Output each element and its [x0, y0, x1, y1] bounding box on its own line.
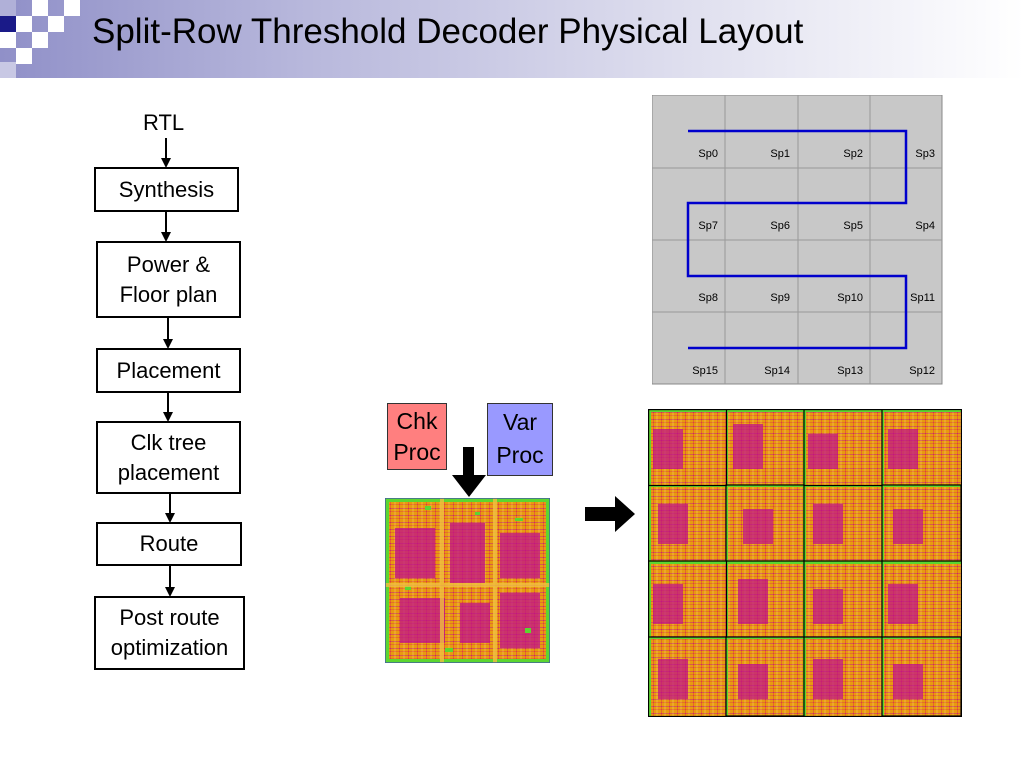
grid-cell-label: Sp4 — [915, 220, 935, 232]
grid-cell-label: Sp10 — [837, 292, 863, 304]
var-proc-label: Var Proc — [487, 403, 553, 476]
grid-cell-label: Sp5 — [843, 220, 863, 232]
full-decoder-layout-image — [648, 409, 962, 717]
flow-step-synthesis: Synthesis — [94, 167, 239, 212]
slide-title: Split-Row Threshold Decoder Physical Lay… — [92, 12, 804, 51]
thick-down-arrow-icon — [452, 447, 486, 497]
grid-cell-label: Sp6 — [770, 220, 790, 232]
chk-proc-label: Chk Proc — [387, 403, 447, 470]
flow-step-post-route: Post route optimization — [94, 596, 245, 670]
grid-cell-label: Sp14 — [764, 365, 790, 377]
checker-logo-icon — [0, 0, 80, 78]
single-core-layout-image — [385, 498, 550, 663]
flow-step-route: Route — [96, 522, 242, 566]
grid-cell-label: Sp0 — [698, 148, 718, 160]
flow-arrows — [161, 138, 175, 597]
grid-cell-label: Sp7 — [698, 220, 718, 232]
grid-cell-label: Sp11 — [910, 292, 935, 304]
grid-cell-label: Sp9 — [770, 292, 790, 304]
sp-grid-diagram: Sp0 Sp1 Sp2 Sp3 Sp7 Sp6 Sp5 Sp4 Sp8 Sp9 … — [652, 95, 943, 385]
flow-step-clk-tree: Clk tree placement — [96, 421, 241, 494]
grid-cell-label: Sp15 — [692, 365, 718, 377]
thick-right-arrow-icon — [585, 496, 635, 532]
grid-cell-label: Sp8 — [698, 292, 718, 304]
flow-start-rtl: RTL — [143, 110, 185, 135]
grid-cell-label: Sp13 — [837, 365, 863, 377]
slide-header: Split-Row Threshold Decoder Physical Lay… — [0, 0, 1024, 78]
grid-cell-label: Sp12 — [909, 365, 935, 377]
grid-cell-label: Sp1 — [770, 148, 790, 160]
grid-cell-label: Sp3 — [915, 148, 935, 160]
flow-step-power-floor-plan: Power & Floor plan — [96, 241, 241, 318]
grid-cell-label: Sp2 — [843, 148, 863, 160]
flow-step-placement: Placement — [96, 348, 241, 393]
